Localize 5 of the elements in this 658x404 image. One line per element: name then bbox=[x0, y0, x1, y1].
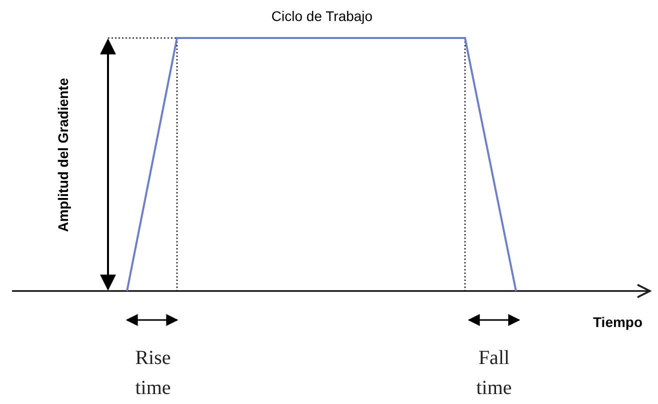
time-label: Rise time bbox=[134, 346, 172, 401]
time-label: Fall time bbox=[475, 346, 513, 401]
axis-label: Tiempo bbox=[593, 314, 643, 330]
chart-title: Ciclo de Trabajo bbox=[271, 8, 373, 24]
axis-label: Amplitud del Gradiente bbox=[55, 78, 71, 232]
